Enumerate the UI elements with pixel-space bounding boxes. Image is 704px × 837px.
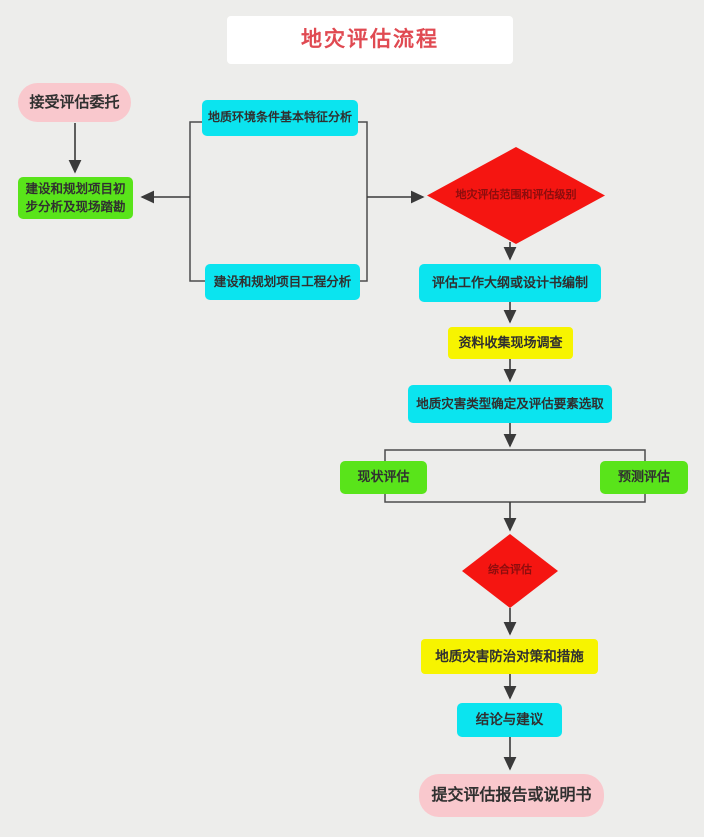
node-end: 提交评估报告或说明书: [419, 774, 604, 817]
node-current-evaluation: 现状评估: [340, 461, 427, 494]
node-type-factor-selection: 地质灾害类型确定及评估要素选取: [408, 385, 612, 423]
node-data-collection: 资料收集现场调查: [448, 327, 573, 359]
node-predictive-evaluation: 预测评估: [600, 461, 688, 494]
node-outline-design: 评估工作大纲或设计书编制: [419, 264, 601, 302]
page-title: 地灾评估流程: [227, 16, 513, 64]
node-conclusion-suggestion: 结论与建议: [457, 703, 562, 737]
node-start: 接受评估委托: [18, 83, 131, 122]
node-initial-analysis: 建设和规划项目初步分析及现场踏勘: [18, 177, 133, 219]
node-geo-env-analysis: 地质环境条件基本特征分析: [202, 100, 358, 136]
node-project-eng-analysis: 建设和规划项目工程分析: [205, 264, 360, 300]
bracket-analysis-group: [189, 121, 368, 282]
node-prevention-measures: 地质灾害防治对策和措施: [421, 639, 598, 674]
